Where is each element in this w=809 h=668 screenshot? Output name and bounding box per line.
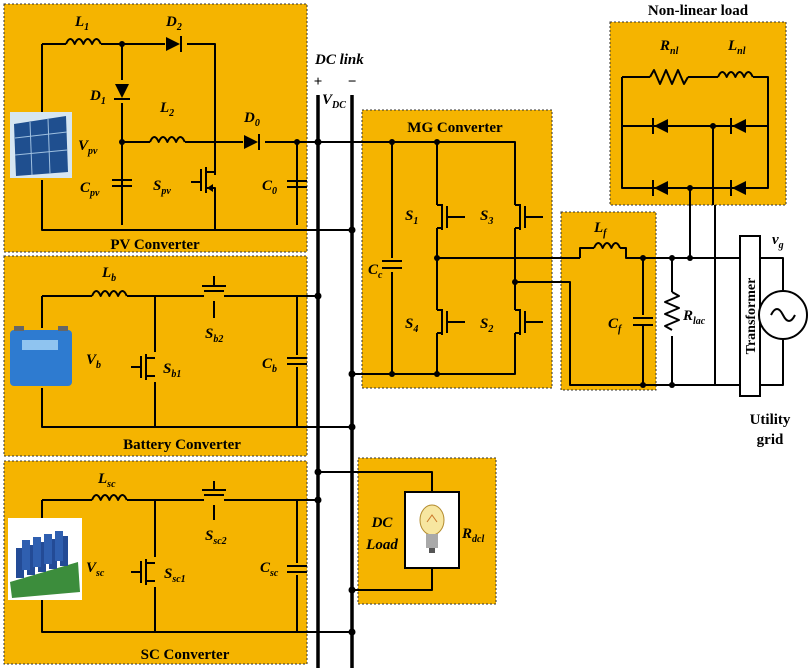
label-D0: D0	[243, 110, 260, 129]
filter-and-ac-circuit	[579, 205, 808, 397]
label-C0: C0	[262, 178, 277, 197]
utility-grid-label-line1: Utility	[750, 412, 791, 428]
solar-panel-icon	[10, 112, 72, 178]
non-linear-load-circuit	[621, 69, 769, 205]
sc-converter-title: SC Converter	[141, 647, 230, 663]
label-vg: vg	[772, 232, 784, 251]
label-Vb: Vb	[86, 352, 101, 371]
label-Sb1: Sb1	[163, 361, 181, 380]
label-Rlac: Rlac	[682, 308, 706, 327]
label-S4: S4	[405, 316, 418, 335]
label-Lnl: Lnl	[727, 38, 746, 57]
label-Vpv: Vpv	[78, 138, 98, 157]
light-bulb-icon	[419, 504, 445, 553]
label-Ssc2: Ssc2	[205, 528, 227, 547]
mg-converter-circuit	[318, 139, 715, 386]
battery-converter-circuit	[41, 276, 356, 431]
battery-converter-title: Battery Converter	[123, 437, 241, 453]
label-Ssc1: Ssc1	[164, 566, 186, 585]
utility-grid-label-line2: grid	[757, 432, 784, 448]
label-S2: S2	[480, 316, 493, 335]
dc-load-label-line1: DC	[371, 515, 394, 531]
dc-link-title: DC link	[314, 52, 364, 68]
dc-load-label-line2: Load	[365, 537, 398, 553]
vdc-label: VDC	[322, 92, 346, 111]
label-Cpv: Cpv	[80, 180, 100, 199]
label-S3: S3	[480, 208, 493, 227]
dc-link-minus: −	[348, 74, 357, 90]
label-Lsc: Lsc	[97, 471, 116, 490]
label-L2: L2	[159, 100, 174, 119]
non-linear-load-block	[609, 21, 787, 206]
mg-converter-block	[361, 109, 553, 389]
sc-converter-circuit	[41, 481, 356, 636]
label-Cf: Cf	[608, 316, 623, 335]
label-Cb: Cb	[262, 356, 277, 375]
label-Lb: Lb	[101, 265, 116, 284]
pv-converter-circuit	[41, 36, 356, 234]
transformer-label: Transformer	[744, 278, 759, 355]
non-linear-load-title: Non-linear load	[648, 3, 749, 19]
label-Lf: Lf	[593, 220, 608, 239]
pv-converter-title: PV Converter	[110, 237, 200, 253]
mg-converter-title: MG Converter	[407, 120, 503, 136]
battery-icon	[10, 326, 72, 386]
filter-block	[560, 211, 657, 391]
supercapacitor-icon	[8, 518, 82, 600]
label-D1: D1	[89, 88, 106, 107]
label-S1: S1	[405, 208, 418, 227]
label-Rdcl: Rdcl	[461, 526, 484, 545]
label-Rnl: Rnl	[659, 38, 679, 57]
label-Vsc: Vsc	[86, 560, 105, 579]
label-D2: D2	[165, 14, 182, 33]
label-L1: L1	[74, 14, 89, 33]
label-Csc: Csc	[260, 560, 279, 579]
label-Spv: Spv	[153, 178, 171, 197]
dc-link-plus: +	[314, 74, 323, 90]
label-Cc: Cc	[368, 262, 383, 281]
label-Sb2: Sb2	[205, 326, 223, 345]
